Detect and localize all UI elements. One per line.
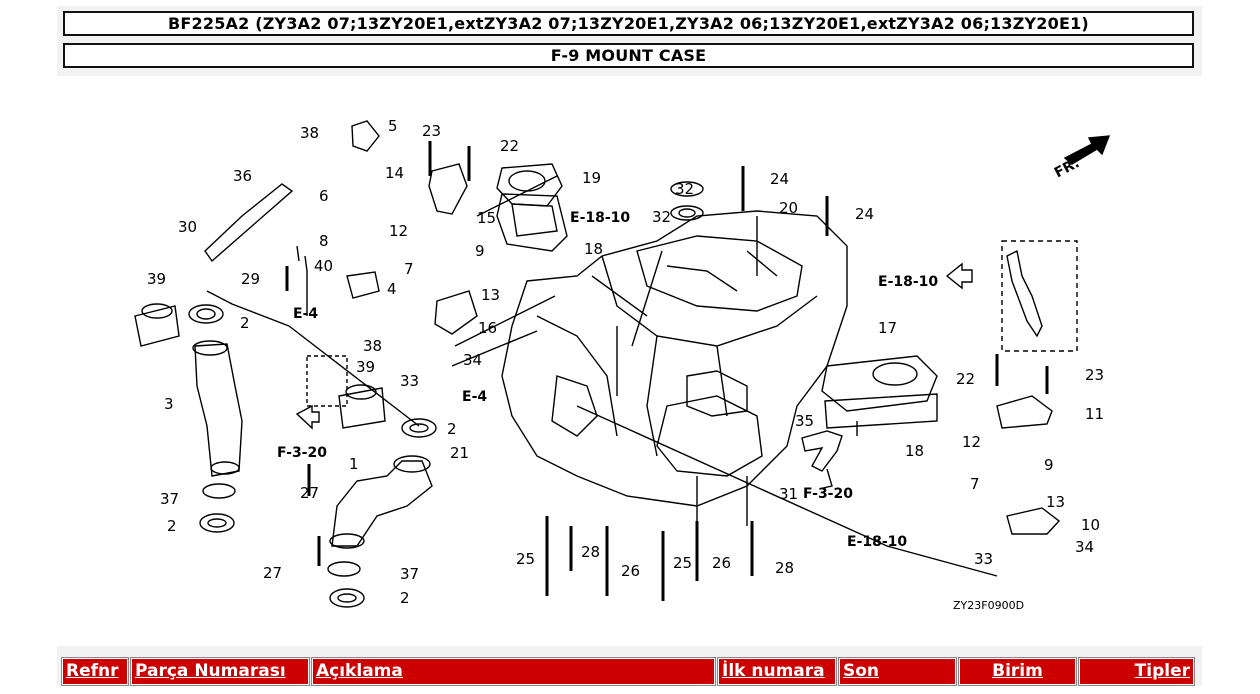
callout-23: 23 — [422, 122, 441, 140]
ref-e-18-10b: E-18-10 — [878, 274, 938, 290]
callout-2d: 2 — [400, 589, 410, 607]
callout-5: 5 — [388, 117, 398, 135]
pipe-3 — [194, 343, 243, 477]
drawing-code: ZY23F0900D — [953, 599, 1024, 612]
callout-28b: 28 — [775, 559, 794, 577]
col-types[interactable]: Tipler — [1079, 658, 1194, 685]
part-39-left — [134, 305, 180, 347]
callout-39b: 39 — [356, 358, 375, 376]
callout-8: 8 — [319, 232, 329, 250]
callout-14: 14 — [385, 164, 404, 182]
callout-34b: 34 — [1075, 538, 1094, 556]
ref-e-4b: E-4 — [462, 389, 487, 405]
callout-27b: 27 — [263, 564, 282, 582]
ref-f-3-20b: F-3-20 — [803, 486, 853, 502]
part-39-mid — [338, 387, 386, 429]
part-17 — [821, 355, 938, 412]
callout-35: 35 — [795, 412, 814, 430]
callout-2b: 2 — [447, 420, 457, 438]
col-first-number[interactable]: İlk numara — [718, 658, 836, 685]
callout-25: 25 — [516, 550, 535, 568]
callout-40: 40 — [314, 257, 333, 275]
callout-10: 10 — [1081, 516, 1100, 534]
callout-38: 38 — [300, 124, 319, 142]
ref-e-4: E-4 — [293, 306, 318, 322]
exploded-parts-diagram: 38 5 14 6 36 30 8 40 29 4 39 2 38 39 3 2… — [57, 76, 1202, 646]
callout-9b: 9 — [1044, 456, 1054, 474]
callout-37: 37 — [160, 490, 179, 508]
part-19 — [496, 163, 563, 207]
callout-20: 20 — [779, 199, 798, 217]
callout-32b: 32 — [652, 208, 671, 226]
callout-38b: 38 — [363, 337, 382, 355]
callout-2c: 2 — [167, 517, 177, 535]
hose-36 — [204, 183, 294, 263]
callout-12: 12 — [389, 222, 408, 240]
callout-39: 39 — [147, 270, 166, 288]
callout-28: 28 — [581, 543, 600, 561]
callout-17: 17 — [878, 319, 897, 337]
callout-13b: 13 — [1046, 493, 1065, 511]
callout-18b: 18 — [905, 442, 924, 460]
callout-11: 11 — [1085, 405, 1104, 423]
ref-e-18-10: E-18-10 — [570, 210, 630, 226]
col-refnr[interactable]: Refnr — [62, 658, 128, 685]
callout-4: 4 — [387, 280, 397, 298]
callout-26b: 26 — [712, 554, 731, 572]
callout-6: 6 — [319, 187, 329, 205]
callout-3: 3 — [164, 395, 174, 413]
callout-1: 1 — [349, 455, 359, 473]
callout-13: 13 — [481, 286, 500, 304]
callout-22: 22 — [500, 137, 519, 155]
section-title: F-9 MOUNT CASE — [63, 43, 1194, 68]
col-last[interactable]: Son — [839, 658, 956, 685]
callout-26: 26 — [621, 562, 640, 580]
callout-7: 7 — [404, 260, 414, 278]
callout-37b: 37 — [400, 565, 419, 583]
pipe-1 — [331, 460, 433, 547]
callout-30: 30 — [178, 218, 197, 236]
callout-23b: 23 — [1085, 366, 1104, 384]
callout-32: 32 — [675, 180, 694, 198]
model-title: BF225A2 (ZY3A2 07;13ZY20E1,extZY3A2 07;1… — [63, 11, 1194, 36]
callout-15: 15 — [477, 209, 496, 227]
callout-36: 36 — [233, 167, 252, 185]
callout-12b: 12 — [962, 433, 981, 451]
callout-34: 34 — [463, 351, 482, 369]
parts-table-header: Refnr Parça Numarası Açıklama İlk numara… — [62, 658, 1197, 685]
callout-19: 19 — [582, 169, 601, 187]
callout-7b: 7 — [970, 475, 980, 493]
parts-page: BF225A2 (ZY3A2 07;13ZY20E1,extZY3A2 07;1… — [57, 6, 1202, 686]
callout-25b: 25 — [673, 554, 692, 572]
mount-case-body — [501, 210, 848, 507]
col-part-number[interactable]: Parça Numarası — [131, 658, 309, 685]
ref-e-18-10c: E-18-10 — [847, 534, 907, 550]
col-description[interactable]: Açıklama — [312, 658, 715, 685]
callout-21: 21 — [450, 444, 469, 462]
col-unit[interactable]: Birim — [959, 658, 1076, 685]
callout-2: 2 — [240, 314, 250, 332]
gasket-18-top — [496, 193, 568, 252]
callout-22b: 22 — [956, 370, 975, 388]
callout-31: 31 — [779, 485, 798, 503]
callout-33b: 33 — [974, 550, 993, 568]
callout-27: 27 — [300, 484, 319, 502]
callout-24b: 24 — [855, 205, 874, 223]
callout-9: 9 — [475, 242, 485, 260]
callout-18: 18 — [584, 240, 603, 258]
callout-24: 24 — [770, 170, 789, 188]
ref-f-3-20: F-3-20 — [277, 445, 327, 461]
callout-29: 29 — [241, 270, 260, 288]
hose-right — [1006, 249, 1043, 338]
callout-16: 16 — [478, 319, 497, 337]
callout-33: 33 — [400, 372, 419, 390]
